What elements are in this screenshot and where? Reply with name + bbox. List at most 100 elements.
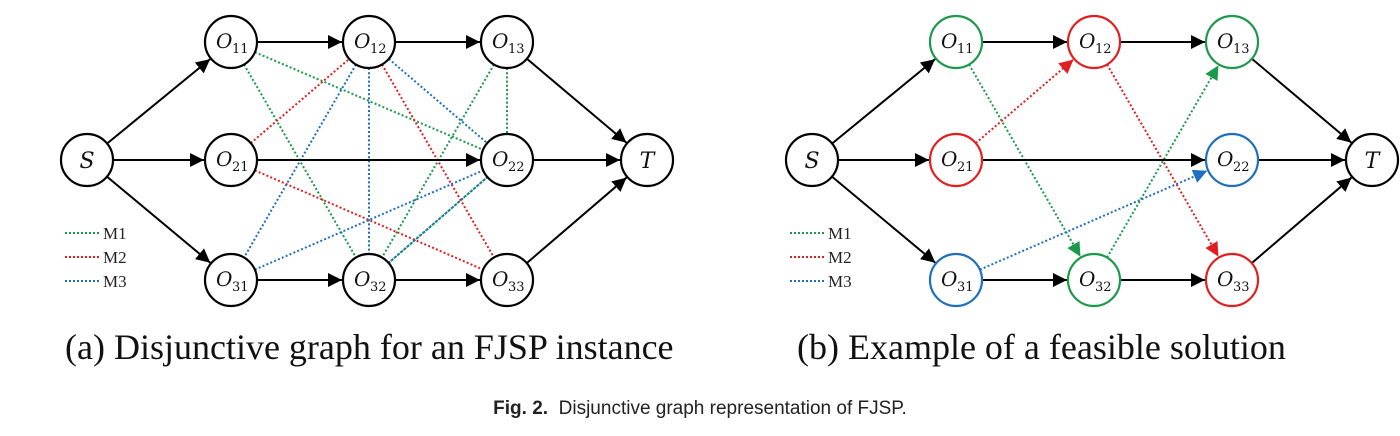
legend-label: M2 <box>828 248 852 267</box>
node-t: T <box>1344 132 1400 188</box>
edge-m3-o12-o31 <box>243 63 357 259</box>
edge-m1-o13-o32 <box>381 63 495 259</box>
node-label: O <box>941 267 957 291</box>
subcaption-a: (a) Disjunctive graph for an FJSP instan… <box>65 327 674 367</box>
node-subscript: 33 <box>1233 280 1250 295</box>
node-label: O <box>216 29 232 53</box>
conjunctive-edges <box>106 35 628 287</box>
conjunctive-edge-s-o11 <box>106 58 211 145</box>
node-s: S <box>59 132 115 188</box>
node-label: O <box>492 29 508 53</box>
legend-label: M2 <box>103 248 127 267</box>
node-circle <box>59 132 115 188</box>
legend-item-m3: M3 <box>65 272 127 291</box>
node-circle <box>203 252 259 308</box>
edge-m1-o11-o22 <box>254 51 484 151</box>
node-label: O <box>1079 29 1095 53</box>
edge-m2-o12-o33 <box>381 63 495 259</box>
conjunctive-edge-o33-t <box>526 176 628 264</box>
conjunctive-edge-s-o31 <box>831 175 936 264</box>
edge-m1-o11-o32 <box>243 63 357 259</box>
node-subscript: 21 <box>957 160 974 175</box>
legend-item-m1: M1 <box>790 224 852 243</box>
node-circle <box>928 132 984 188</box>
subcaption-b: (b) Example of a feasible solution <box>797 327 1286 367</box>
node-circle <box>203 14 259 70</box>
node-circle <box>619 132 675 188</box>
node-circle <box>479 252 535 308</box>
legend-label: M3 <box>828 272 852 291</box>
sink-label: T <box>1365 149 1382 174</box>
node-label: O <box>492 147 508 171</box>
edge-m1-o22-o32 <box>387 176 489 264</box>
legend-item-m1: M1 <box>65 224 127 243</box>
edge-m2-o21-o33 <box>254 169 484 271</box>
node-t: T <box>619 132 675 188</box>
node-circle <box>1204 252 1260 308</box>
disjunctive-edges <box>968 58 1220 271</box>
node-circle <box>928 14 984 70</box>
conjunctive-edge-o33-t <box>1251 176 1353 264</box>
node-label: O <box>492 267 508 291</box>
edge-m2-o21-o12 <box>975 58 1075 144</box>
conjunctive-edges <box>831 35 1353 287</box>
figure-caption: Fig. 2. Disjunctive graph representation… <box>0 398 1400 420</box>
node-subscript: 13 <box>1233 42 1250 57</box>
legend-label: M3 <box>103 272 127 291</box>
node-subscript: 13 <box>508 42 525 57</box>
node-circle <box>928 252 984 308</box>
legend-item-m3: M3 <box>790 272 852 291</box>
node-circle <box>203 132 259 188</box>
legend-label: M1 <box>828 224 852 243</box>
edge-m3-o32-o22 <box>387 176 489 264</box>
conjunctive-edge-o13-t <box>1251 57 1352 144</box>
node-label: O <box>1079 267 1095 291</box>
node-circle <box>1204 14 1260 70</box>
node-circle <box>1066 14 1122 70</box>
node-label: O <box>216 267 232 291</box>
edge-m3-o31-o22 <box>254 169 484 271</box>
node-circle <box>1344 132 1400 188</box>
figure-caption-text: Disjunctive graph representation of FJSP… <box>558 398 907 419</box>
node-subscript: 11 <box>957 42 974 57</box>
node-label: O <box>1217 147 1233 171</box>
conjunctive-edge-o13-t <box>526 57 627 144</box>
conjunctive-edge-s-o31 <box>106 175 211 264</box>
node-label: O <box>1217 29 1233 53</box>
node-subscript: 22 <box>508 160 525 175</box>
source-label: S <box>804 149 819 174</box>
node-label: O <box>941 147 957 171</box>
node-subscript: 32 <box>370 280 387 295</box>
node-subscript: 11 <box>232 42 249 57</box>
edge-m1-o32-o13 <box>1106 64 1220 259</box>
node-label: O <box>1217 267 1233 291</box>
node-subscript: 31 <box>232 280 249 295</box>
node-label: O <box>941 29 957 53</box>
edge-m3-o31-o22 <box>979 169 1208 271</box>
node-subscript: 12 <box>370 42 387 57</box>
node-subscript: 22 <box>1233 160 1250 175</box>
node-circle <box>1066 252 1122 308</box>
conjunctive-edge-s-o11 <box>831 58 936 145</box>
node-circle <box>479 14 535 70</box>
legend-item-m2: M2 <box>790 248 852 267</box>
node-s: S <box>784 132 840 188</box>
node-label: O <box>216 147 232 171</box>
figure-label: Fig. 2. <box>493 398 549 419</box>
